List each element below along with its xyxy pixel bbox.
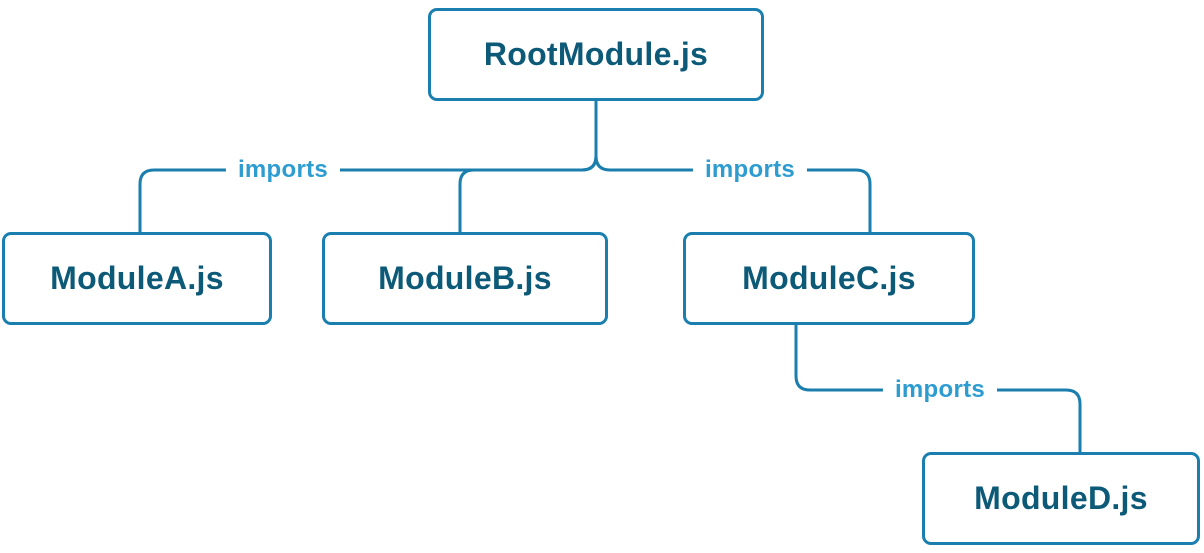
edge-label-imports-left: imports (225, 154, 341, 186)
edge-root-to-moduleA (138, 99, 598, 234)
edge-root-to-moduleB (458, 99, 598, 234)
edge-label-imports-bottom: imports (882, 374, 998, 406)
edge-label-imports-right: imports (692, 154, 808, 186)
node-moduleA-label: ModuleA.js (50, 260, 224, 296)
node-moduleC: ModuleC.js (683, 232, 975, 325)
node-moduleD: ModuleD.js (922, 452, 1200, 545)
node-rootmodule: RootModule.js (428, 8, 764, 101)
node-moduleA: ModuleA.js (2, 232, 272, 325)
node-rootmodule-label: RootModule.js (483, 36, 709, 72)
node-moduleD-label: ModuleD.js (974, 480, 1148, 516)
node-moduleC-label: ModuleC.js (742, 260, 916, 296)
node-moduleB-label: ModuleB.js (378, 260, 552, 296)
node-moduleB: ModuleB.js (322, 232, 608, 325)
